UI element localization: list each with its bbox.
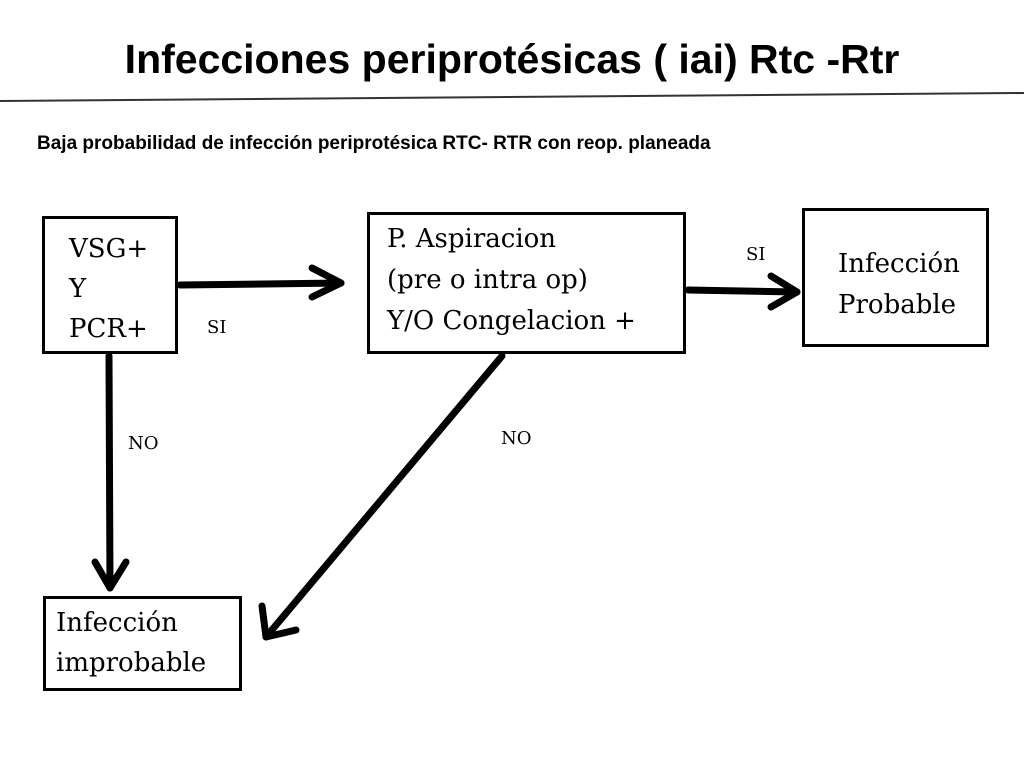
arrow-vsg-to-improbable bbox=[91, 352, 130, 592]
arrow-aspiracion-to-improbable bbox=[258, 352, 506, 641]
arrow-vsg-to-aspiracion bbox=[176, 264, 345, 301]
node-improbable-line-2: improbable bbox=[56, 648, 207, 678]
node-aspiracion-line-2: (pre o intra op) bbox=[387, 265, 588, 295]
edge-label-aspiracion-to-improbable: NO bbox=[501, 428, 532, 449]
slide-title: Infecciones periprotésicas ( iai) Rtc -R… bbox=[124, 36, 900, 82]
node-vsg-line-2: Y bbox=[69, 274, 87, 304]
node-vsg-pcr: VSG+ Y PCR+ bbox=[42, 216, 178, 354]
node-infeccion-probable: Infección Probable bbox=[802, 208, 989, 347]
edge-label-vsg-to-aspiracion: SI bbox=[207, 317, 227, 338]
slide-subtitle: Baja probabilidad de infección periproté… bbox=[37, 133, 711, 154]
node-improbable-line-1: Infección bbox=[56, 608, 178, 638]
node-infeccion-improbable: Infección improbable bbox=[43, 596, 242, 691]
arrow-aspiracion-to-probable bbox=[684, 272, 801, 311]
node-aspiracion: P. Aspiracion (pre o intra op) Y/O Conge… bbox=[367, 212, 686, 354]
edge-label-aspiracion-to-probable: SI bbox=[746, 244, 766, 265]
node-vsg-line-1: VSG+ bbox=[69, 234, 149, 264]
node-aspiracion-line-1: P. Aspiracion bbox=[387, 224, 557, 254]
node-probable-line-1: Infección bbox=[838, 249, 960, 279]
node-vsg-line-3: PCR+ bbox=[69, 314, 148, 344]
edge-label-vsg-to-improbable: NO bbox=[128, 433, 159, 454]
node-probable-line-2: Probable bbox=[838, 290, 957, 320]
node-aspiracion-line-3: Y/O Congelacion + bbox=[387, 306, 636, 336]
